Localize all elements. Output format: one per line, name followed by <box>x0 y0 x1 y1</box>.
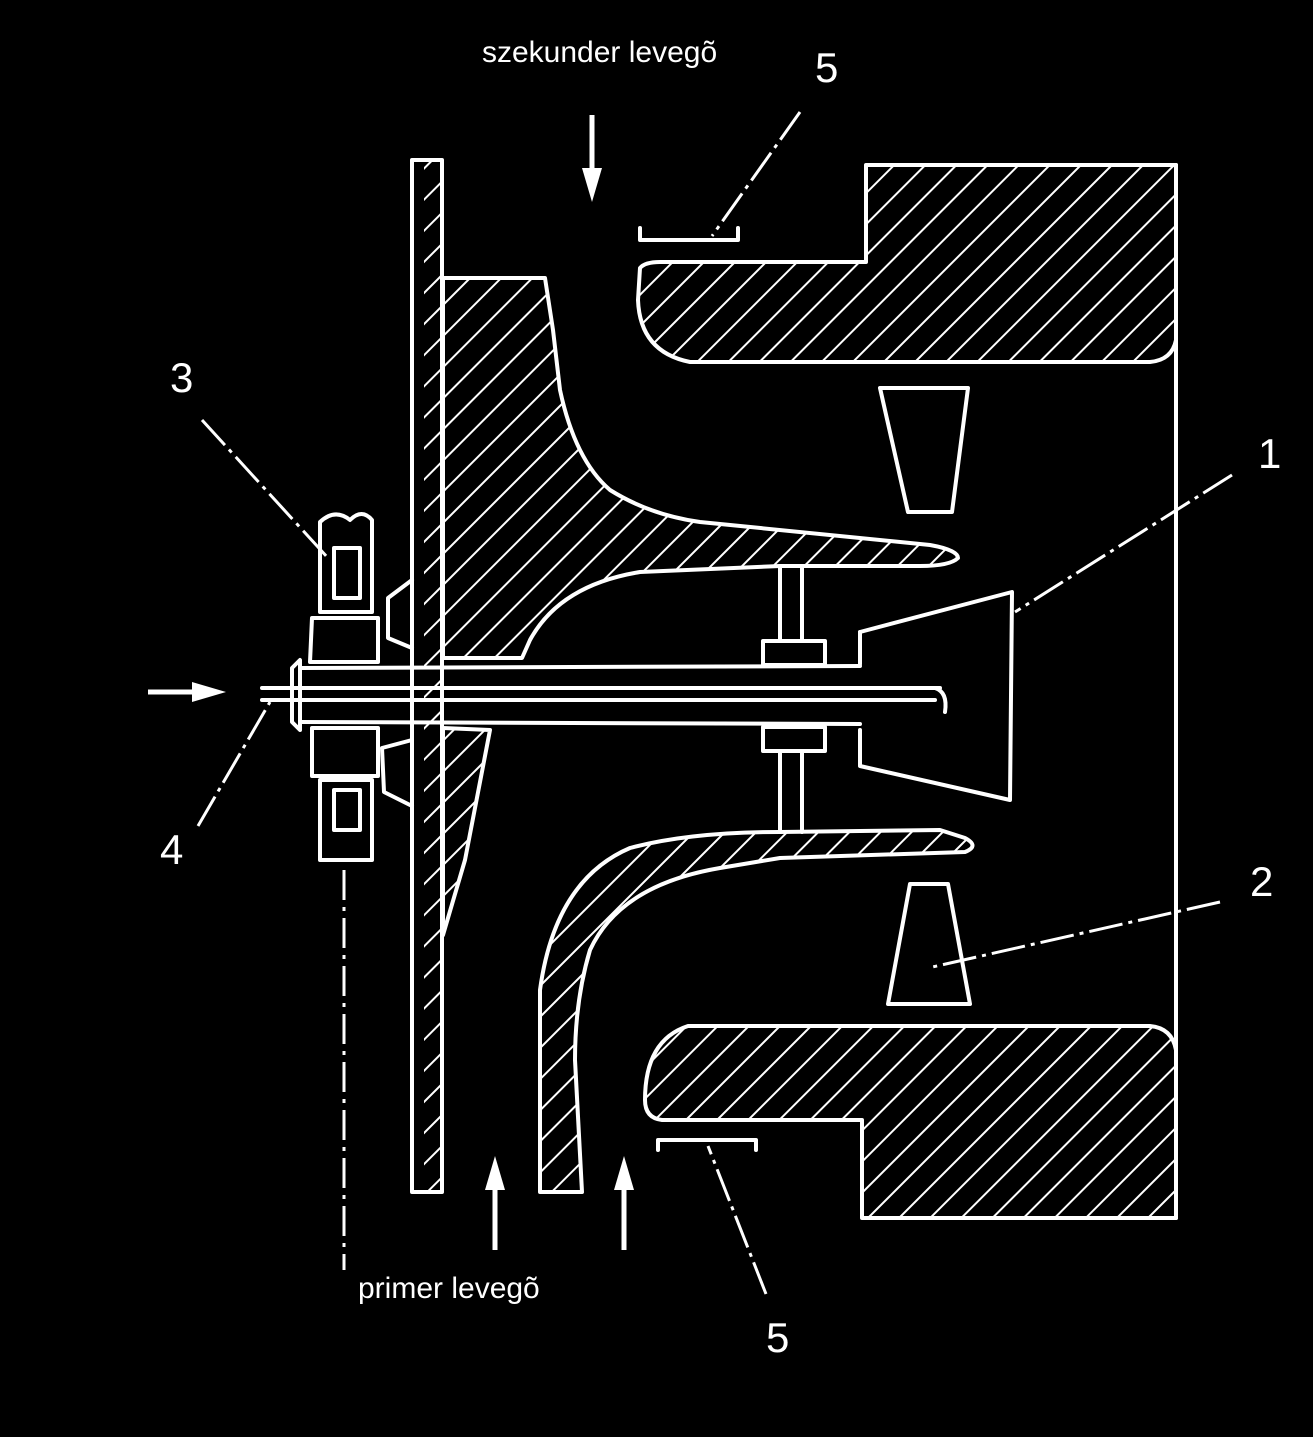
air-damper-top <box>638 226 740 242</box>
callout-4: 4 <box>160 826 183 873</box>
stabilizer-cone <box>858 590 1014 802</box>
secondary-air-label: szekunder levegõ <box>482 36 717 69</box>
air-damper-bottom <box>656 1138 758 1152</box>
primary-air-arrow-right <box>614 1156 634 1250</box>
igniter-assembly <box>290 512 380 862</box>
fuel-lance <box>260 664 948 726</box>
callout-5-top: 5 <box>815 44 838 91</box>
secondary-air-arrow <box>582 115 602 202</box>
lower-right-block <box>643 1024 1178 1220</box>
wall-flange <box>380 578 414 808</box>
primary-air-arrow-left <box>485 1156 505 1250</box>
callout-3: 3 <box>170 354 193 401</box>
leader-4 <box>196 701 272 827</box>
callout-2: 2 <box>1250 858 1273 905</box>
leader-5-bottom <box>706 1145 768 1295</box>
lance-support-struts <box>761 564 827 834</box>
lower-wall-wedge <box>441 726 492 937</box>
swirl-vane-lower <box>886 882 972 1006</box>
leader-1 <box>1014 473 1233 614</box>
upper-nozzle-casting <box>441 276 960 660</box>
swirl-vane-upper <box>878 386 970 514</box>
primary-air-label: primer levegõ <box>358 1272 540 1305</box>
upper-right-block <box>636 163 1178 364</box>
leader-3 <box>200 418 330 560</box>
fuel-inlet-arrow <box>148 682 226 702</box>
callout-1: 1 <box>1258 430 1281 477</box>
lower-nozzle-casting <box>538 828 975 1194</box>
wall-plate <box>410 158 444 1194</box>
leader-5-top <box>710 111 802 237</box>
callout-5-bottom: 5 <box>766 1314 789 1361</box>
